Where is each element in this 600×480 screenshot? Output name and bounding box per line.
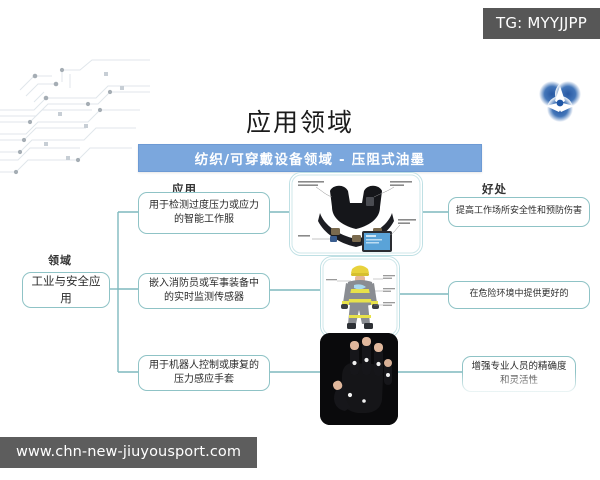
trefoil-logo: [532, 74, 588, 130]
node-benefit-3-label: 增强专业人员的精确度和灵活性: [471, 361, 567, 386]
page-title: 应用领域: [245, 108, 354, 137]
image-sensor-glove: [320, 333, 398, 425]
node-application-1[interactable]: 用于检测过度压力或应力的智能工作服: [138, 192, 270, 234]
subtitle-banner: 纺织/可穿戴设备领域 - 压阻式油墨: [138, 144, 482, 172]
node-application-3[interactable]: 用于机器人控制或康复的压力感应手套: [138, 355, 270, 391]
node-application-2[interactable]: 嵌入消防员或军事装备中的实时监测传感器: [138, 273, 270, 309]
telegram-watermark-tag: TG: MYYJJPP: [482, 8, 600, 39]
node-benefit-2[interactable]: 在危险环境中提供更好的: [448, 281, 590, 309]
node-application-1-label: 用于检测过度压力或应力的智能工作服: [149, 199, 259, 226]
column-header-benefits: 好处: [482, 182, 507, 196]
circuit-decoration: [0, 52, 150, 177]
column-header-domain: 领域: [48, 254, 72, 267]
node-domain-industrial-safety[interactable]: 工业与安全应用: [22, 272, 110, 308]
node-benefit-2-label: 在危险环境中提供更好的: [469, 289, 569, 300]
node-application-3-label: 用于机器人控制或康复的压力感应手套: [149, 359, 259, 386]
node-benefit-1[interactable]: 提高工作场所安全性和预防伤害: [448, 197, 590, 227]
node-application-2-label: 嵌入消防员或军事装备中的实时监测传感器: [149, 277, 259, 304]
node-benefit-1-label: 提高工作场所安全性和预防伤害: [455, 206, 582, 217]
node-benefit-3[interactable]: 增强专业人员的精确度和灵活性: [462, 356, 576, 392]
image-smart-harness-vest: [289, 172, 423, 256]
site-url-watermark: www.chn-new-jiuyousport.com: [0, 437, 258, 468]
image-firefighter-suit: [320, 256, 400, 338]
node-domain-label: 工业与安全应用: [31, 274, 101, 305]
